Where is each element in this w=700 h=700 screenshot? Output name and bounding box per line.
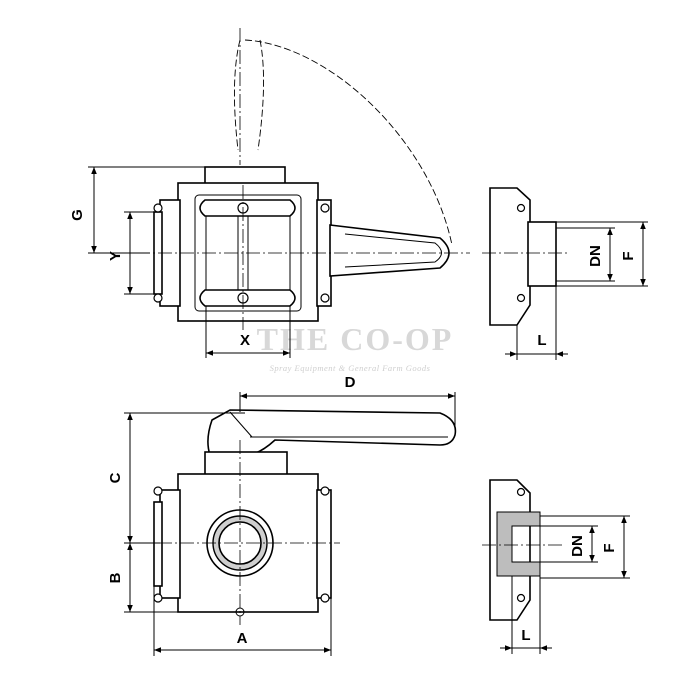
stem-collar xyxy=(204,451,288,477)
handle-front xyxy=(207,409,457,456)
dim-label-y: Y xyxy=(107,251,124,261)
watermark-name: THE CO-OP xyxy=(257,321,454,357)
dim-label-x: X xyxy=(240,332,250,349)
flange-side-view-top: DN F L xyxy=(482,187,648,360)
watermark-tagline: Spray Equipment & General Farm Goods xyxy=(270,363,431,373)
dim-label-f-top: F xyxy=(620,251,637,260)
dim-label-dn-top: DN xyxy=(587,245,604,267)
handle-sweep-arc xyxy=(233,28,453,246)
bolt-icon xyxy=(153,203,163,213)
dim-label-g: G xyxy=(69,209,86,221)
bolt-icon xyxy=(320,203,330,213)
bolt-icon xyxy=(153,293,163,303)
dim-label-l-bottom: L xyxy=(521,627,530,644)
bolt-icon xyxy=(320,293,330,303)
dim-label-a: A xyxy=(237,630,248,647)
watermark: THE CO-OP Spray Equipment & General Farm… xyxy=(257,321,454,373)
dim-label-dn-bottom: DN xyxy=(569,535,586,557)
flange-section-view-bottom: DN F L xyxy=(482,479,630,654)
dim-label-c: C xyxy=(107,472,124,483)
dim-label-d: D xyxy=(345,374,356,391)
top-view: G Y X xyxy=(69,28,470,358)
dim-label-l-top: L xyxy=(537,332,546,349)
handle-top xyxy=(329,224,450,277)
dim-label-b: B xyxy=(107,572,124,583)
front-view: D C B A xyxy=(107,374,457,656)
dim-label-f-bottom: F xyxy=(601,543,618,552)
